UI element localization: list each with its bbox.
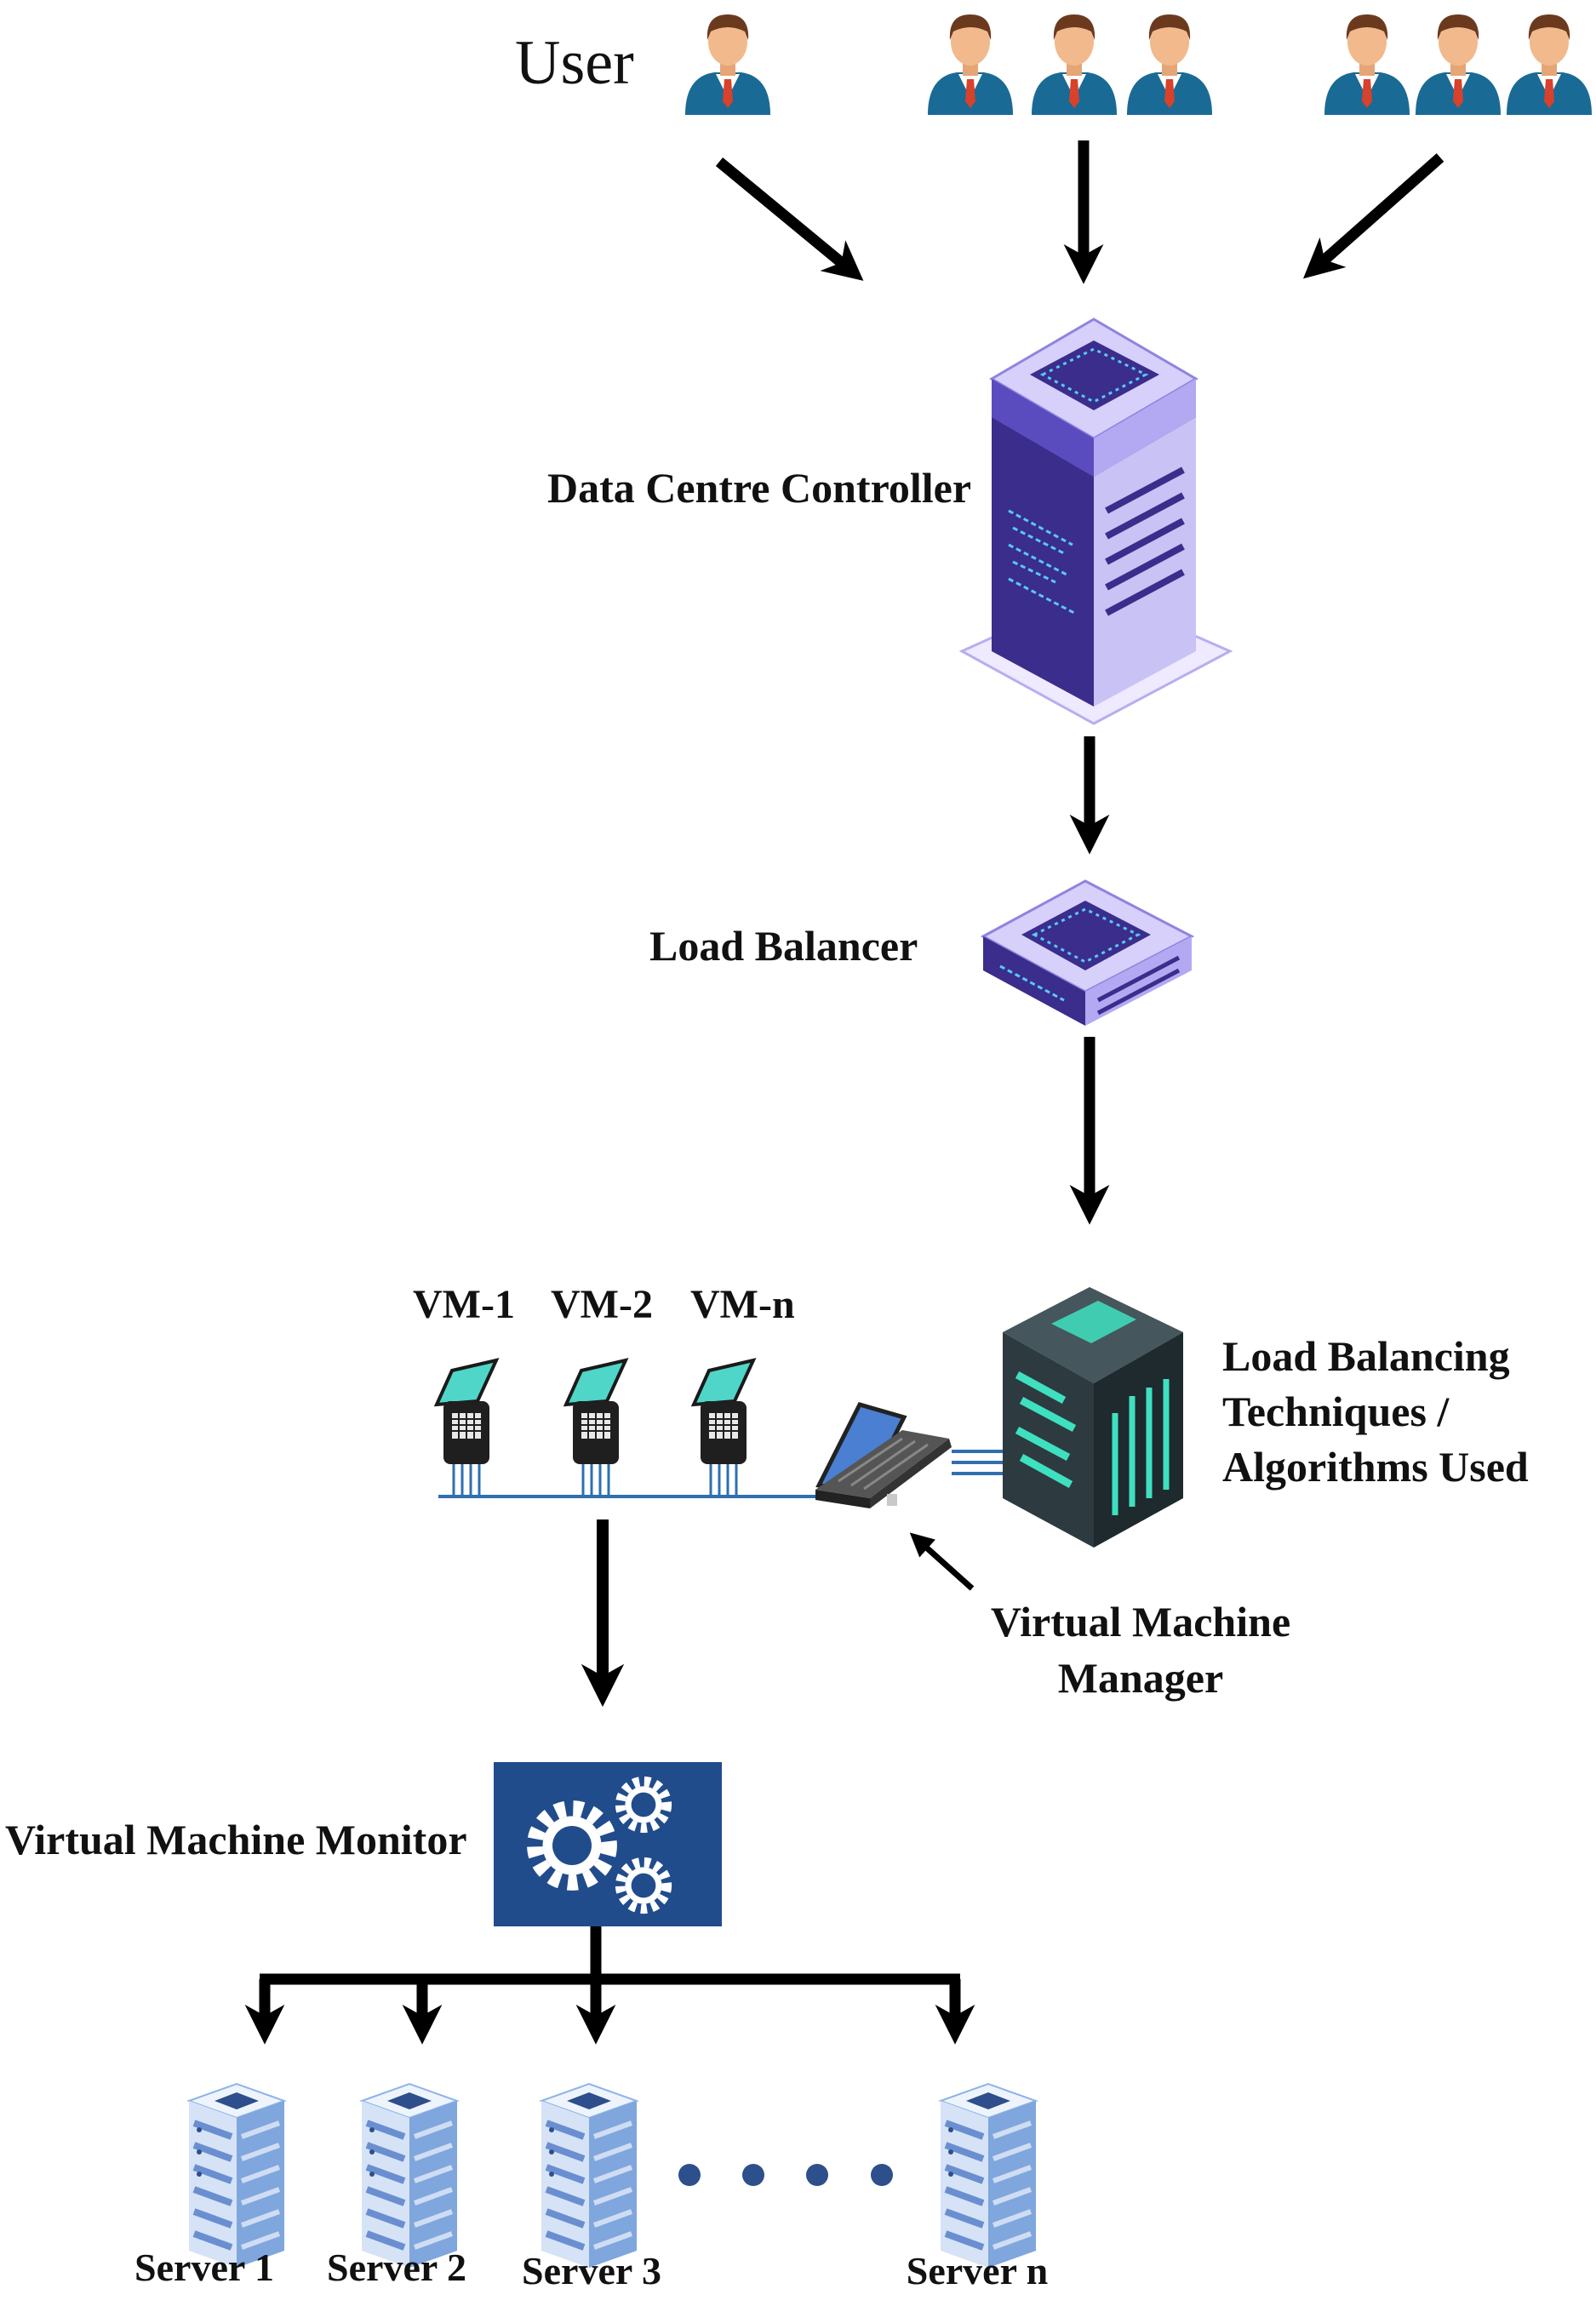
user-icon	[1032, 14, 1117, 115]
load-balancer-label: Load Balancer	[649, 922, 918, 970]
monitor-to-servers-tree	[244, 1926, 975, 2045]
dot	[871, 2164, 893, 2186]
dot	[678, 2164, 701, 2186]
server-icon	[189, 2084, 284, 2268]
vm-label-n: VM-n	[690, 1282, 795, 1327]
server-unit-icon	[980, 879, 1195, 1026]
arrow-to-vm-manager	[909, 1532, 975, 1591]
server-icon	[362, 2084, 457, 2268]
laptop-icon	[815, 1402, 952, 1508]
user-group-3	[1324, 14, 1592, 115]
server-label-2: Server 2	[327, 2246, 466, 2289]
techniques-label-line-1: Load Balancing	[1222, 1332, 1510, 1380]
dot	[742, 2164, 764, 2186]
vm-label-1: VM-1	[413, 1282, 515, 1327]
vm-label-2: VM-2	[551, 1282, 653, 1327]
user-icon	[1507, 14, 1592, 115]
user-icon	[1416, 14, 1501, 115]
user-icon	[1127, 14, 1212, 115]
server-tower-icon	[958, 318, 1233, 725]
vm-icons	[435, 1359, 755, 1498]
server-icons	[189, 2084, 1036, 2268]
user-icon	[685, 14, 770, 115]
server-label-3: Server 3	[522, 2249, 661, 2292]
server-icon	[941, 2084, 1036, 2268]
techniques-label-line-3: Algorithms Used	[1222, 1443, 1529, 1491]
controller-label: Data Centre Controller	[547, 464, 972, 512]
vm-manager-label-line-1: Virtual Machine	[990, 1598, 1291, 1645]
dot	[806, 2164, 828, 2186]
arrow-user-left	[715, 157, 864, 281]
virtual-machine-icon	[692, 1359, 755, 1498]
server-label-n: Server n	[906, 2249, 1049, 2292]
server-icon	[541, 2084, 637, 2268]
gears-icon	[494, 1762, 722, 1926]
user-single-group	[685, 14, 770, 115]
techniques-label-line-2: Techniques /	[1222, 1388, 1450, 1435]
ellipsis-dots	[678, 2164, 893, 2186]
vm-monitor-label: Virtual Machine Monitor	[5, 1816, 467, 1863]
vm-manager-label-line-2: Manager	[1057, 1654, 1224, 1702]
user-label: User	[515, 28, 634, 98]
user-icon	[1324, 14, 1410, 115]
user-icon	[928, 14, 1013, 115]
user-group-2	[928, 14, 1212, 115]
user-arrows	[715, 140, 1444, 284]
virtual-machine-icon	[564, 1359, 627, 1498]
server-rack-icon	[952, 1287, 1183, 1548]
arrow-user-right	[1302, 153, 1444, 279]
server-label-1: Server 1	[134, 2246, 274, 2289]
virtual-machine-icon	[435, 1359, 498, 1498]
